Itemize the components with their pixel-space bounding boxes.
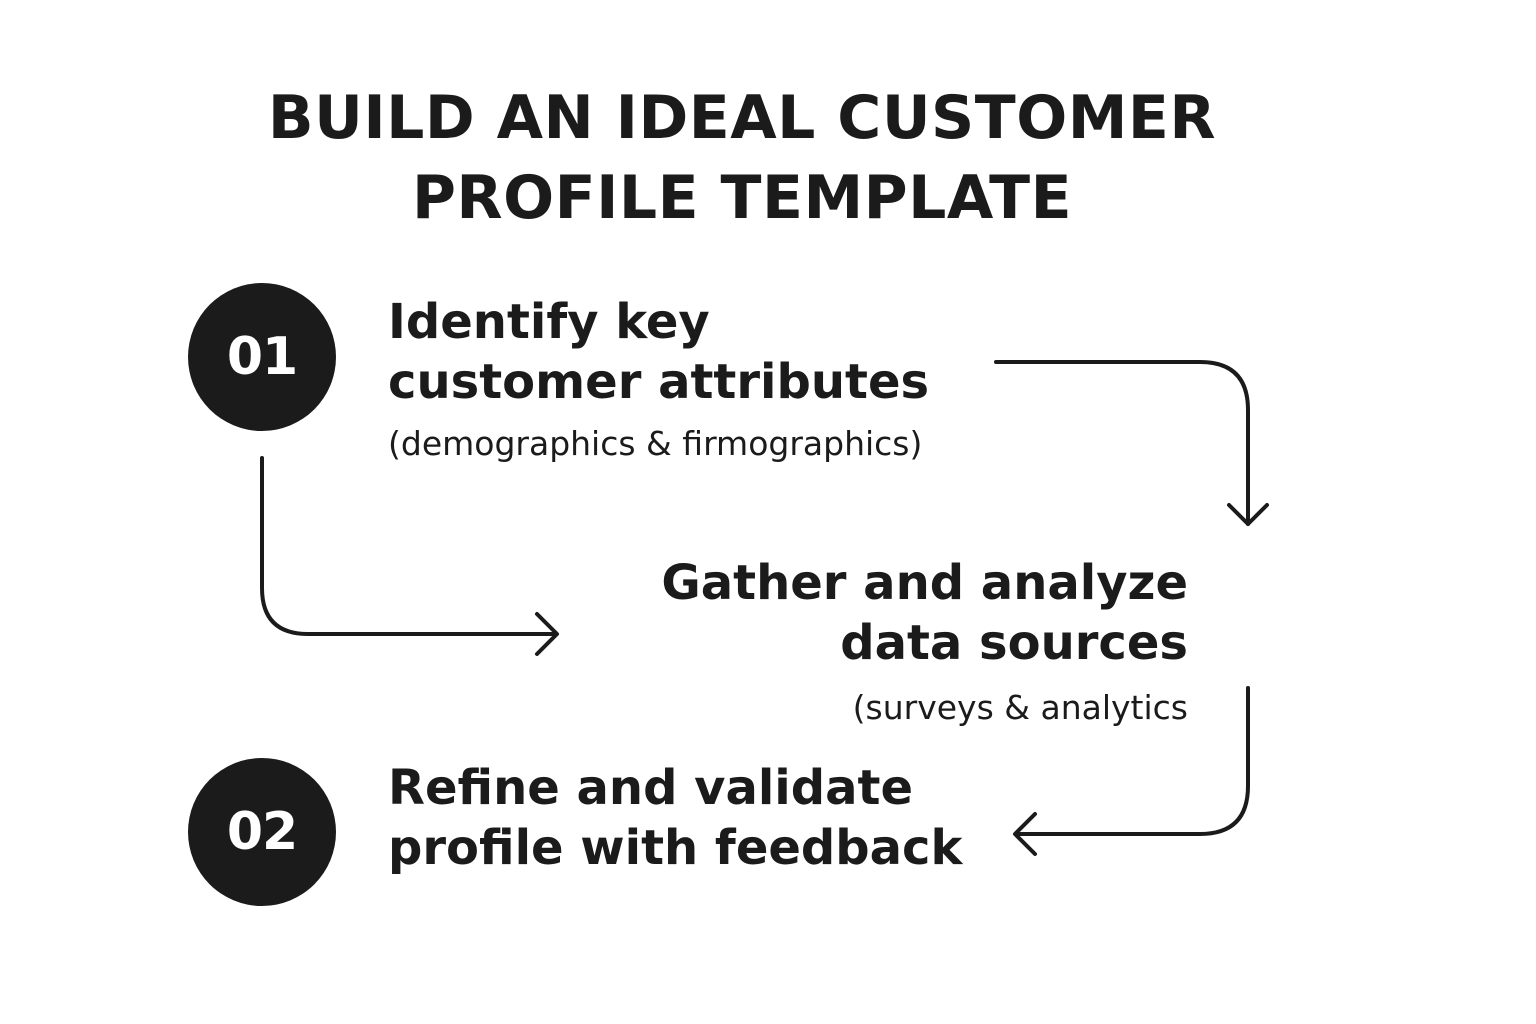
step-2-note: (surveys & analytics bbox=[852, 688, 1188, 727]
step-3-heading-line-2: profile with feedback bbox=[388, 820, 963, 876]
step-number-badge-02: 02 bbox=[188, 758, 336, 906]
title-line-2: PROFILE TEMPLATE bbox=[411, 163, 1073, 233]
title-line-1: BUILD AN IDEAL CUSTOMER bbox=[267, 83, 1217, 153]
step-1-note: (demographics & firmographics) bbox=[388, 424, 923, 463]
arrow-bottom-right-left-head bbox=[1013, 812, 1037, 856]
step-3-heading-line-1: Refine and validate bbox=[388, 760, 913, 816]
arrow-top-right-down-head bbox=[1227, 503, 1269, 526]
page-title: BUILD AN IDEAL CUSTOMER PROFILE TEMPLATE bbox=[0, 78, 1484, 238]
step-1-heading: Identify key customer attributes bbox=[388, 292, 929, 412]
step-1-heading-line-1: Identify key bbox=[388, 294, 710, 350]
step-3-heading: Refine and validate profile with feedbac… bbox=[388, 758, 962, 878]
step-2-heading-line-2: data sources bbox=[840, 615, 1188, 671]
arrow-left-down-right-head bbox=[535, 612, 559, 656]
step-number-01: 01 bbox=[226, 327, 298, 387]
arrow-bottom-right-left bbox=[1014, 686, 1250, 836]
step-1-heading-line-2: customer attributes bbox=[388, 354, 930, 410]
arrow-top-right-down bbox=[994, 360, 1250, 526]
step-2-heading: Gather and analyze data sources bbox=[560, 553, 1188, 673]
arrow-left-down-right bbox=[260, 456, 558, 636]
step-number-02: 02 bbox=[226, 802, 298, 862]
step-number-badge-01: 01 bbox=[188, 283, 336, 431]
step-2-heading-line-1: Gather and analyze bbox=[661, 555, 1188, 611]
